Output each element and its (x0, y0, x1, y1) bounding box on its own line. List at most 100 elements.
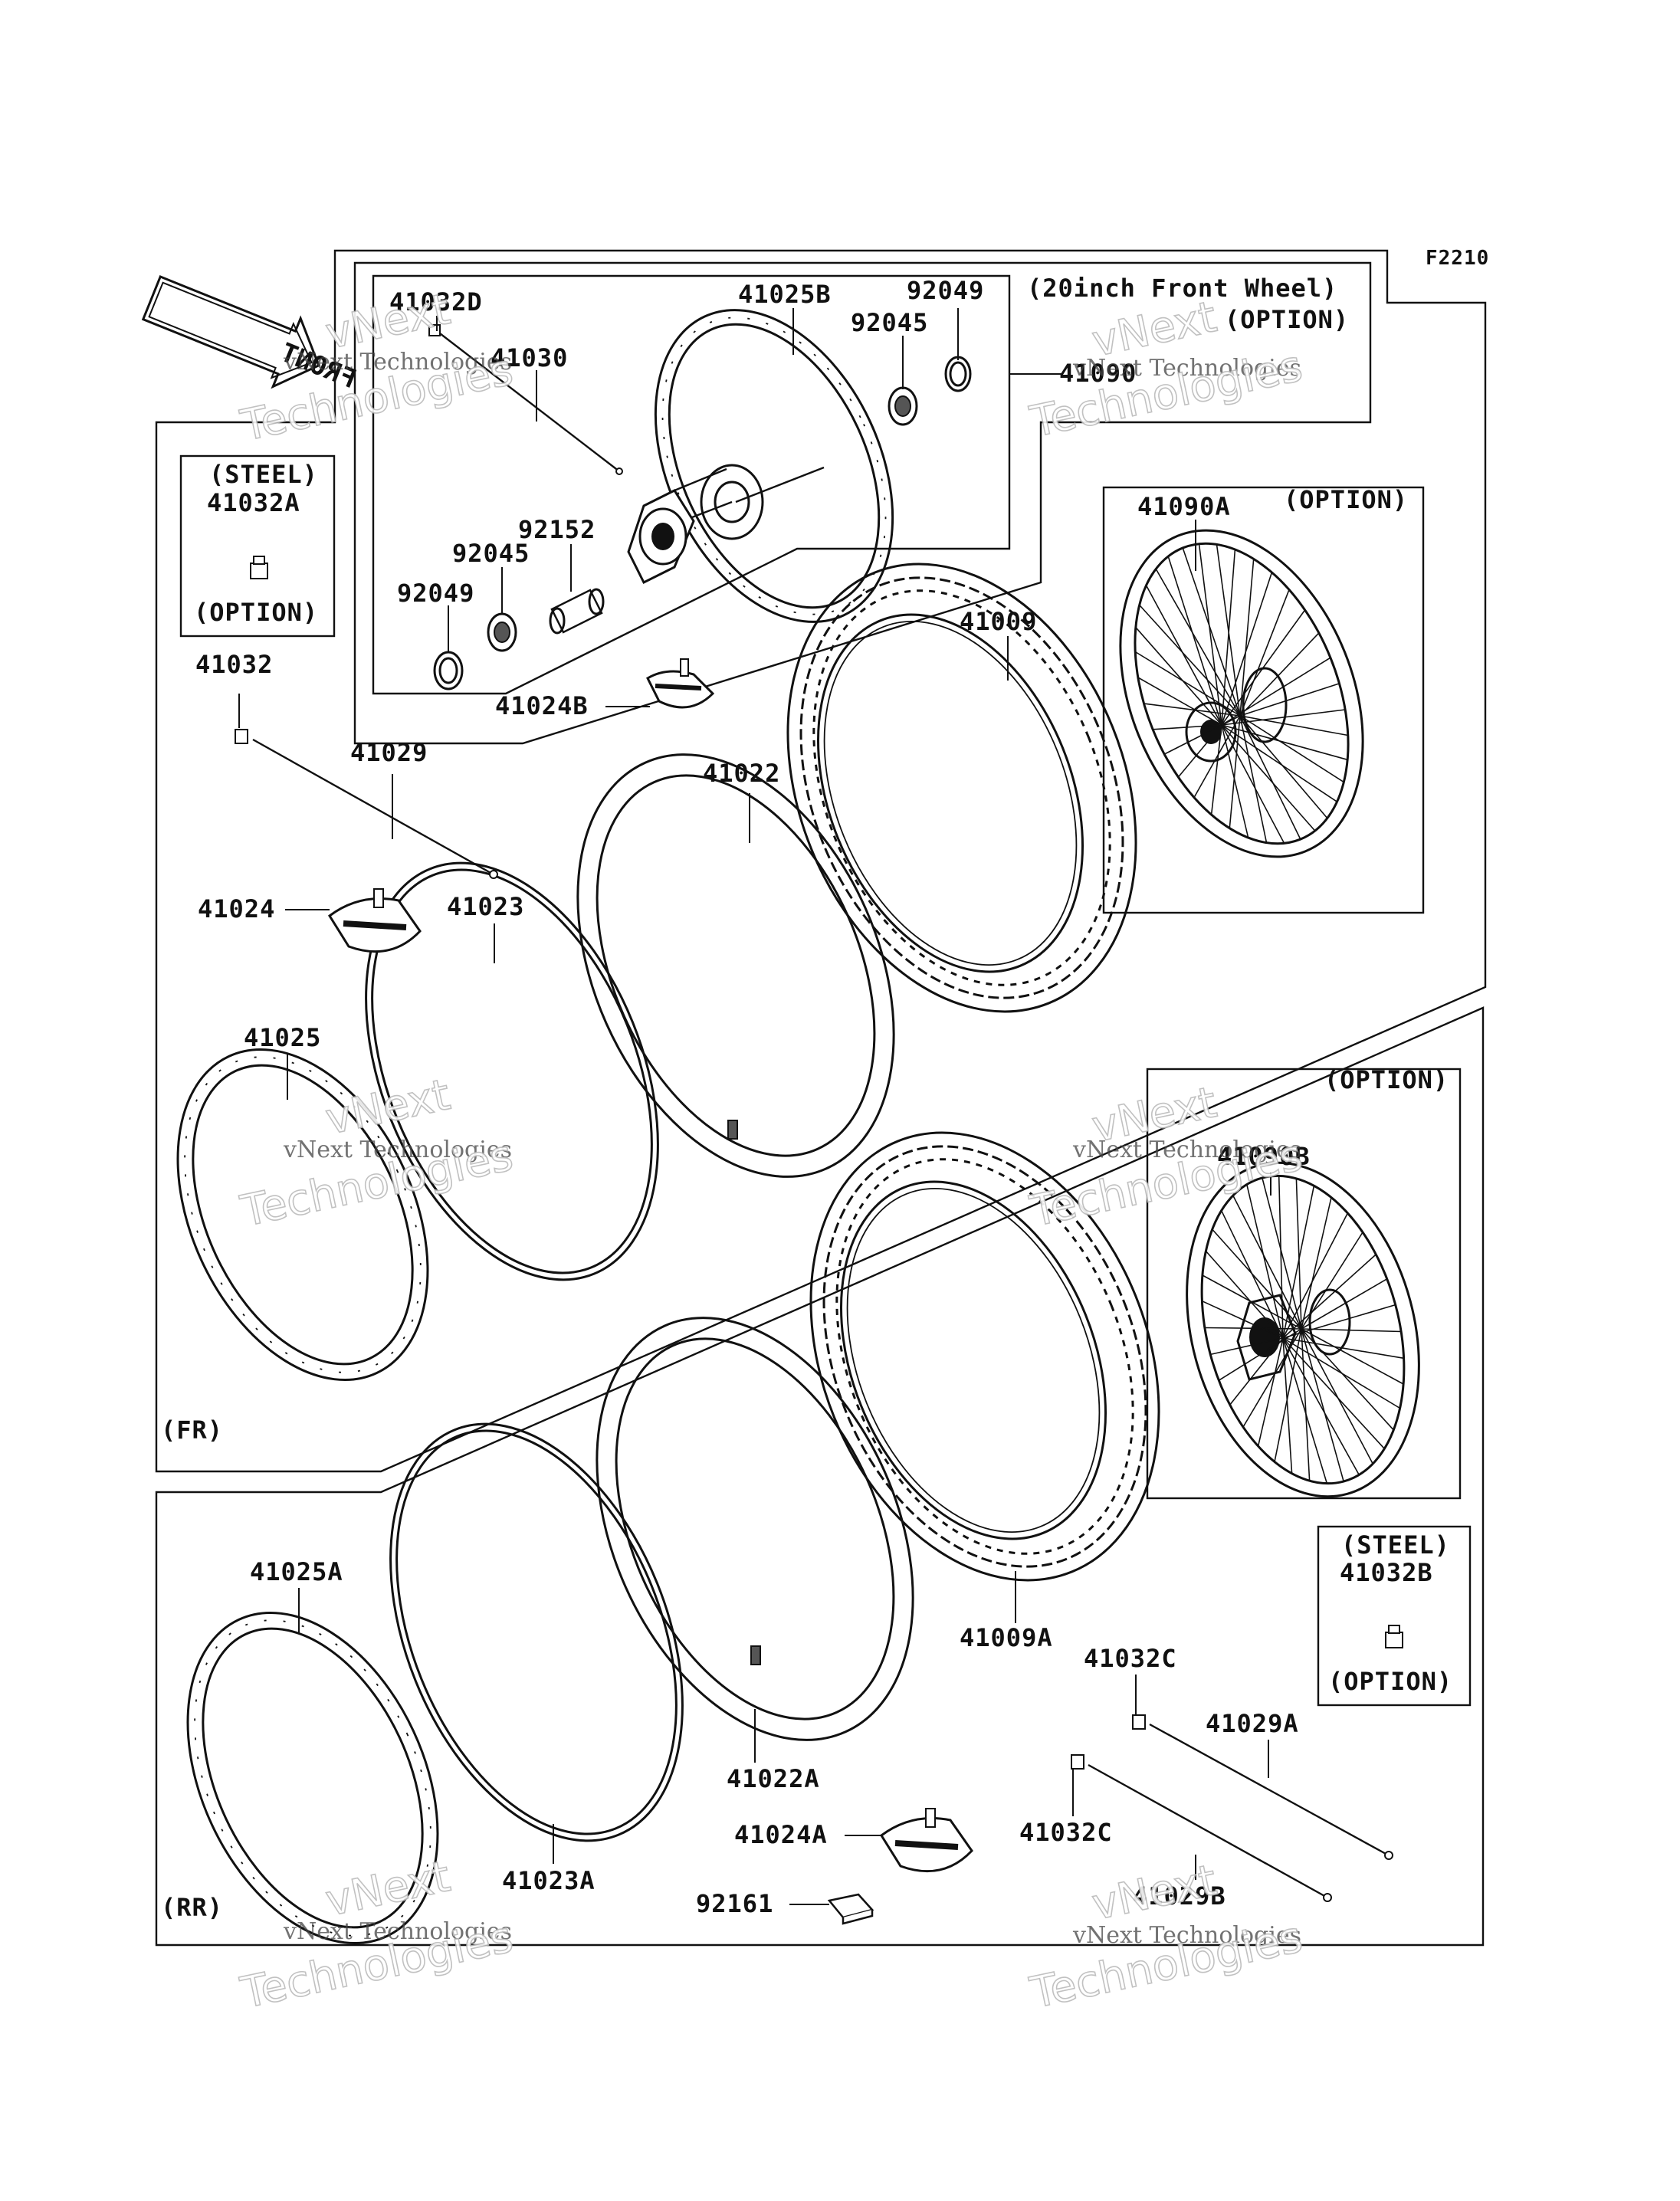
diagram-code: F2210 (1426, 247, 1489, 270)
spoke-line (1153, 724, 1222, 730)
steel-a-part: 41032A (207, 488, 300, 517)
rim-band-41023 (365, 861, 659, 1281)
spoke-line (1145, 585, 1222, 726)
hub-assembly-outline (372, 274, 1011, 695)
svg-text:vNext Technologies: vNext Technologies (283, 1918, 512, 1945)
label-41024A: 41024A (734, 1820, 828, 1849)
label-41030: 41030 (491, 343, 568, 372)
spoke-line (1239, 715, 1268, 843)
nipple-41032B (1385, 1625, 1403, 1648)
rim-41025 (176, 1048, 429, 1382)
spoke-line (1239, 559, 1255, 717)
spoke-line (1210, 724, 1222, 815)
watermarks: vNext vNext Technologies Technologies vN… (236, 284, 1308, 2019)
spoke-line (1212, 1228, 1302, 1330)
wheel-a-option-box (1102, 486, 1425, 914)
spoke-line (1155, 569, 1241, 717)
label-41032: 41032 (195, 650, 273, 679)
svg-text:vNext: vNext (1088, 1855, 1221, 1930)
spoke-line (1301, 1328, 1344, 1482)
spoke-line (1144, 703, 1241, 717)
label-41029: 41029 (350, 738, 428, 767)
spoke-line (1167, 556, 1222, 726)
spoke-line (1239, 715, 1328, 819)
spoke-line (1301, 1328, 1394, 1431)
watermark-bottom-right: vNext vNext Technologies Technologies (1025, 1855, 1308, 2019)
watermark-bottom-left: vNext vNext Technologies Technologies (236, 1851, 518, 2019)
spoke-line (1262, 1177, 1302, 1330)
label-92049-lower: 92049 (397, 579, 474, 608)
block-92161 (827, 1893, 874, 1925)
section-fr-label: (FR) (161, 1415, 223, 1445)
wheel-a-option-label: (OPTION) (1284, 485, 1408, 514)
label-41090A: 41090A (1137, 492, 1231, 521)
spoke-line (1221, 609, 1306, 726)
label-92045-upper: 92045 (851, 308, 928, 337)
front-wheel-option-outline (353, 261, 1372, 745)
spoke-line (1239, 715, 1301, 840)
spoke-line (1220, 1210, 1284, 1339)
label-92152: 92152 (518, 515, 596, 544)
svg-text:vNext Technologies: vNext Technologies (1072, 355, 1301, 382)
spoke-line (1282, 1337, 1385, 1449)
label-41025: 41025 (244, 1023, 321, 1052)
label-41025A: 41025A (250, 1557, 343, 1586)
spoke-line (1202, 1300, 1284, 1339)
spoke-line (1221, 572, 1273, 726)
label-41009A: 41009A (960, 1623, 1053, 1652)
spoke-line (1301, 1197, 1332, 1330)
spoke-line (1278, 1176, 1284, 1339)
steel-box-b (1317, 1525, 1472, 1707)
tube-41022A (596, 1317, 914, 1741)
label-41023: 41023 (447, 892, 524, 921)
svg-text:vNext Technologies: vNext Technologies (1072, 1922, 1301, 1949)
spoke-line (1282, 1337, 1404, 1360)
spoke-line (1182, 547, 1241, 717)
label-41090B: 41090B (1217, 1142, 1311, 1171)
spoke-line (1246, 1184, 1284, 1339)
label-41032C-lower: 41032C (1019, 1818, 1113, 1847)
steel-box-a (179, 454, 336, 638)
spoke-line (1202, 1274, 1302, 1330)
bearing-92045-lower (487, 612, 517, 652)
svg-text:vNext Technologies: vNext Technologies (283, 349, 512, 376)
spoke-line (1282, 1186, 1315, 1339)
spoke-line (1205, 1250, 1284, 1339)
steel-b-top: (STEEL) (1341, 1530, 1450, 1560)
spoke-line (1239, 589, 1290, 717)
spoke-line (1301, 1328, 1373, 1465)
wheel-41090A (1119, 529, 1364, 858)
svg-text:vNext: vNext (321, 1070, 454, 1145)
seal-92049-lower (433, 651, 464, 690)
label-92049-upper: 92049 (907, 276, 984, 305)
spoke-line (1221, 549, 1236, 726)
spoke-line (1239, 715, 1348, 736)
spoke-line (1282, 1337, 1328, 1484)
bearing-92045-upper (888, 386, 918, 426)
fr-section-outline (155, 249, 1487, 1473)
rim-41025A (186, 1611, 439, 1945)
spoke-41029B (1071, 1754, 1332, 1902)
option-title: (20inch Front Wheel) (1027, 274, 1337, 303)
watermark-top-left: vNext vNext Technologies Technologies (236, 284, 518, 451)
spoke-line (1135, 627, 1222, 726)
spoke-line (1221, 709, 1346, 726)
spoke-line (1177, 724, 1222, 778)
spoke-line (1137, 677, 1222, 726)
nipple-41032A (250, 556, 268, 579)
spoke-41029 (235, 729, 498, 879)
label-41023A: 41023A (502, 1866, 596, 1895)
rim-band-41023A (389, 1422, 684, 1842)
label-41025B: 41025B (738, 280, 832, 309)
watermark-mid-right: vNext vNext Technologies Technologies (1025, 1077, 1308, 1237)
wheel-b-option-box (1146, 1068, 1462, 1500)
steel-a-bottom: (OPTION) (194, 598, 318, 627)
svg-text:vNext Technologies: vNext Technologies (1072, 1137, 1301, 1163)
rim-band-41024 (327, 888, 422, 953)
label-41090: 41090 (1059, 359, 1137, 388)
spoke-line (1282, 1337, 1360, 1475)
spoke-line (1198, 543, 1222, 726)
label-41029B: 41029B (1133, 1881, 1226, 1911)
spoke-line (1218, 1328, 1302, 1381)
